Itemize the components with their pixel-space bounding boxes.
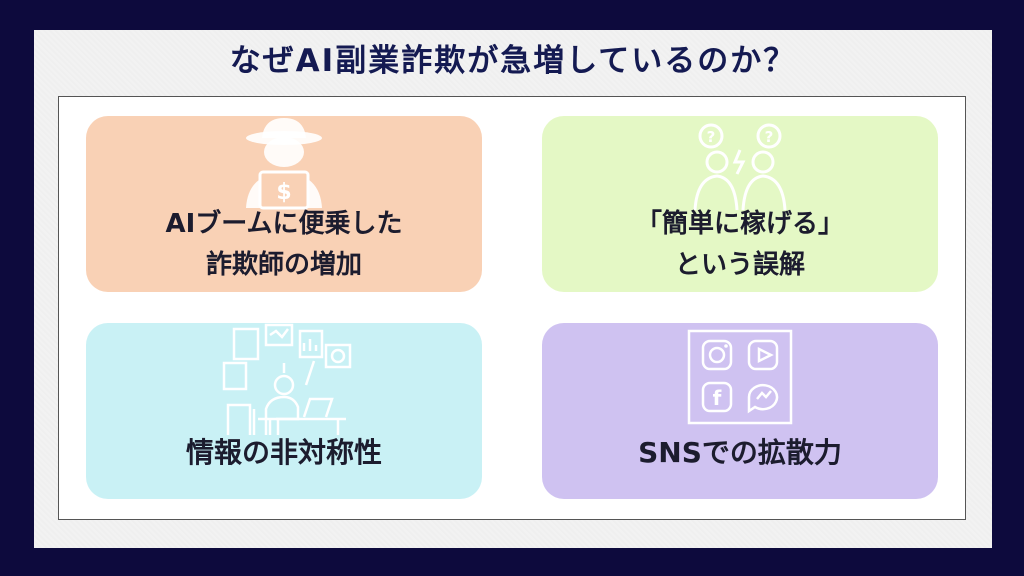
card-easy-money-misconception: ? ? 「簡単に稼げる」 という誤解 — [542, 116, 938, 292]
card-label-line2: 詐欺師の増加 — [205, 250, 362, 280]
social-media-apps-icon: f — [687, 329, 793, 425]
question-mark-right: ? — [765, 128, 774, 146]
dollar-sign: $ — [276, 180, 291, 205]
slide: なぜAI副業詐欺が急増しているのか？ $ AIブームに便乗した 詐欺師の増加 — [34, 30, 992, 548]
card-label-line2: という誤解 — [674, 250, 805, 280]
card-label-line1: SNSでの拡散力 — [638, 436, 842, 469]
confused-people-icon: ? ? — [693, 123, 787, 211]
instagram-dot — [724, 344, 728, 348]
card-ai-boom-scammers: $ AIブームに便乗した 詐欺師の増加 — [86, 116, 482, 292]
question-mark-left: ? — [707, 128, 716, 146]
slide-title: なぜAI副業詐欺が急増しているのか？ — [229, 43, 797, 79]
card-label-line1: AIブームに便乗した — [165, 209, 403, 239]
card-information-asymmetry: 情報の非対称性 — [86, 323, 482, 499]
facebook-letter: f — [713, 386, 722, 410]
card-label-line1: 「簡単に稼げる」 — [635, 209, 844, 239]
card-sns-spread: f SNSでの拡散力 — [542, 323, 938, 499]
hacker-icon: $ — [246, 118, 322, 210]
analyst-desk-icon — [222, 323, 352, 435]
card-label-line1: 情報の非対称性 — [185, 436, 382, 469]
content-frame: $ AIブームに便乗した 詐欺師の増加 ? ? 「簡単に稼げる」 — [58, 96, 966, 520]
